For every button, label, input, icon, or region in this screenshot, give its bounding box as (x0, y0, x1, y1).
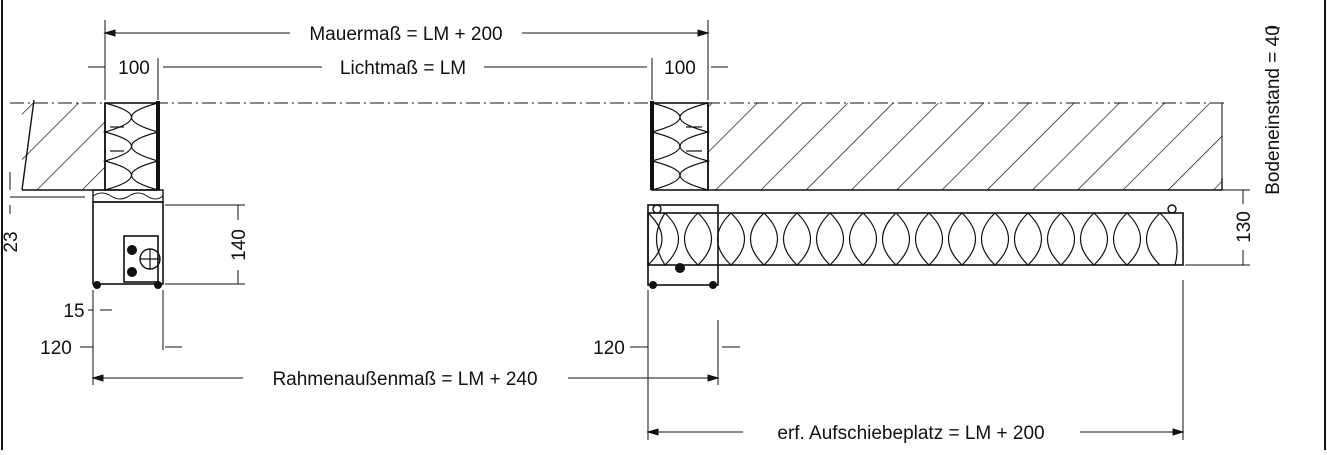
clear-dimension-label: Lichtmaß = LM (340, 58, 466, 79)
wall-left-label: 100 (118, 58, 150, 79)
right-insulation (649, 101, 711, 191)
offset-left-small-label: 15 (63, 301, 84, 322)
sliding-space-label: erf. Aufschiebeplatz = LM + 200 (777, 423, 1044, 444)
frame-outer-label: Rahmenaußenmaß = LM + 240 (272, 369, 537, 390)
offset-right-label: 120 (593, 338, 625, 359)
floor-distance-label: Bodeneinstand = 40 (1263, 25, 1284, 195)
wall-right-label: 100 (664, 58, 696, 79)
panel-height-label: 130 (1234, 211, 1255, 243)
left-frame (92, 201, 164, 289)
wall-dimension-label: Mauermaß = LM + 200 (309, 24, 502, 45)
left-wall (21, 99, 106, 191)
frame-height-label: 140 (229, 229, 250, 261)
left-insulation (92, 101, 164, 203)
right-frame (647, 204, 1184, 289)
depth-left-label: 23 (1, 231, 22, 252)
right-wall (707, 103, 1223, 191)
offset-left-label: 120 (40, 338, 72, 359)
dimension-lines (9, 20, 1280, 440)
